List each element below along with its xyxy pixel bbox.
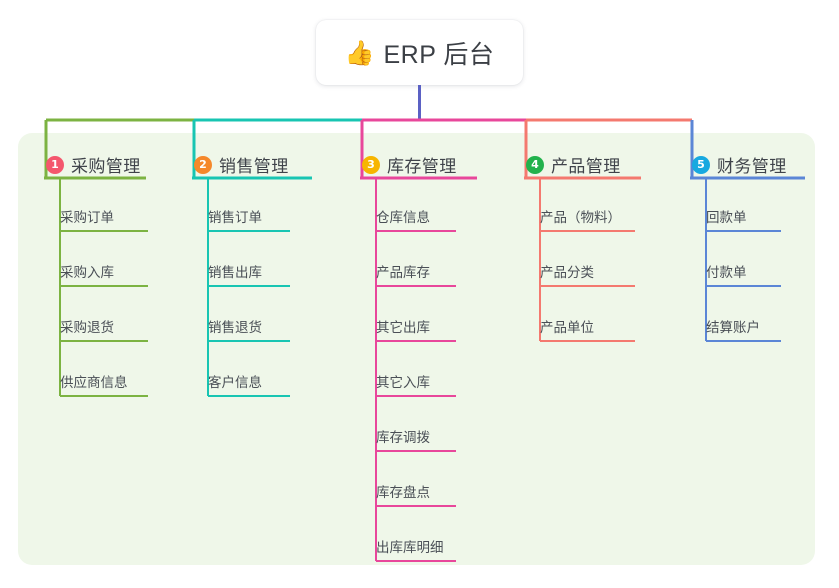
module-item[interactable]: 产品库存 [376, 256, 456, 286]
module-item-label: 销售出库 [208, 265, 262, 280]
module-title: 财务管理 [717, 157, 787, 176]
module-title: 销售管理 [219, 157, 289, 176]
module-item[interactable]: 结算账户 [706, 311, 781, 341]
module-header-1[interactable]: 1 采购管理 [46, 152, 141, 177]
module-item-label: 采购入库 [60, 265, 114, 280]
module-number-badge: 4 [526, 155, 544, 174]
module-item[interactable]: 回款单 [706, 201, 781, 231]
module-item-label: 采购订单 [60, 210, 114, 225]
module-item-label: 库存调拨 [376, 430, 430, 445]
module-item[interactable]: 库存调拨 [376, 421, 456, 451]
root-node-erp-backend[interactable]: 👍 ERP 后台 [316, 20, 523, 85]
module-item[interactable]: 采购订单 [60, 201, 148, 231]
module-item-label: 库存盘点 [376, 485, 430, 500]
thumbs-up-icon: 👍 [344, 38, 375, 67]
module-item-label: 仓库信息 [376, 210, 430, 225]
module-item-label: 回款单 [706, 210, 747, 225]
module-title: 采购管理 [71, 157, 141, 176]
module-item-label: 其它出库 [376, 320, 430, 335]
module-number-badge: 1 [46, 155, 64, 174]
module-number-badge: 5 [692, 155, 710, 174]
module-item[interactable]: 库存盘点 [376, 476, 456, 506]
module-header-2[interactable]: 2 销售管理 [194, 152, 289, 177]
module-header-5[interactable]: 5 财务管理 [692, 152, 787, 177]
module-item-label: 供应商信息 [60, 375, 128, 390]
module-header-3[interactable]: 3 库存管理 [362, 152, 457, 177]
module-item[interactable]: 供应商信息 [60, 366, 148, 396]
module-item-label: 采购退货 [60, 320, 114, 335]
module-item[interactable]: 采购入库 [60, 256, 148, 286]
module-item-label: 产品分类 [540, 265, 594, 280]
module-title: 库存管理 [387, 157, 457, 176]
module-item[interactable]: 其它出库 [376, 311, 456, 341]
module-item[interactable]: 销售订单 [208, 201, 290, 231]
module-item[interactable]: 产品分类 [540, 256, 635, 286]
module-item[interactable]: 付款单 [706, 256, 781, 286]
module-item[interactable]: 产品单位 [540, 311, 635, 341]
module-item[interactable]: 采购退货 [60, 311, 148, 341]
module-item-label: 产品库存 [376, 265, 430, 280]
module-item-label: 销售订单 [208, 210, 262, 225]
module-number-badge: 3 [362, 155, 380, 174]
module-number-badge: 2 [194, 155, 212, 174]
module-item-label: 销售退货 [208, 320, 262, 335]
module-item[interactable]: 产品（物料） [540, 201, 635, 231]
modules-panel [18, 133, 815, 565]
module-item[interactable]: 销售退货 [208, 311, 290, 341]
module-item[interactable]: 仓库信息 [376, 201, 456, 231]
root-node-content: 👍 ERP 后台 [345, 35, 495, 71]
root-node-title: ERP 后台 [383, 40, 495, 69]
module-item[interactable]: 销售出库 [208, 256, 290, 286]
module-item[interactable]: 其它入库 [376, 366, 456, 396]
module-item-label: 产品（物料） [540, 210, 621, 225]
module-item-label: 客户信息 [208, 375, 262, 390]
module-header-4[interactable]: 4 产品管理 [526, 152, 621, 177]
module-item[interactable]: 出库库明细 [376, 531, 456, 561]
module-title: 产品管理 [551, 157, 621, 176]
module-item-label: 出库库明细 [376, 540, 444, 555]
module-item-label: 产品单位 [540, 320, 594, 335]
module-item-label: 付款单 [706, 265, 747, 280]
module-item-label: 其它入库 [376, 375, 430, 390]
module-item-label: 结算账户 [706, 320, 760, 335]
module-item[interactable]: 客户信息 [208, 366, 290, 396]
